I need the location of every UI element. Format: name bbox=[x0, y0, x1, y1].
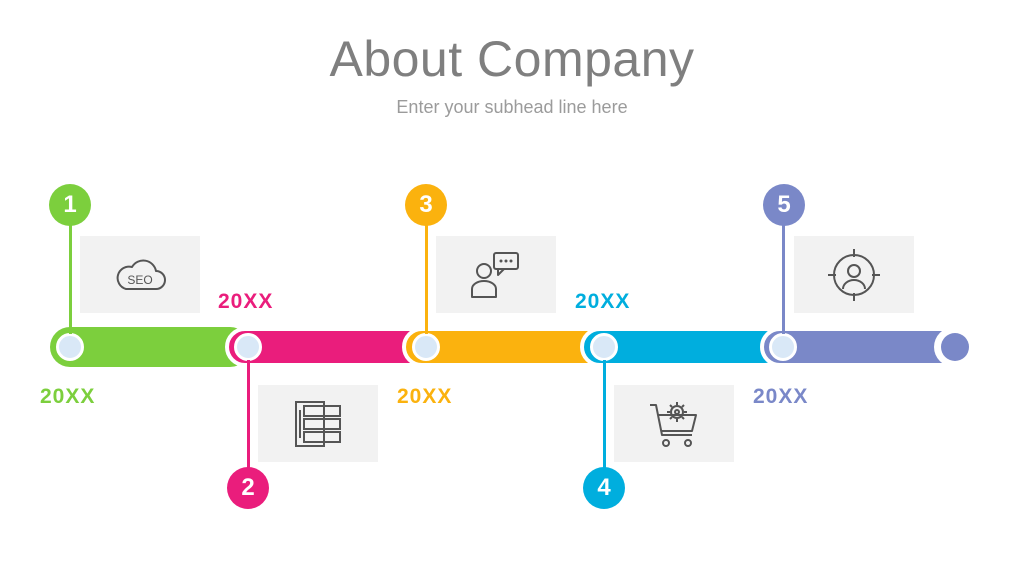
milestone-year-4: 20XX bbox=[575, 290, 631, 313]
milestone-year-2: 20XX bbox=[218, 290, 274, 313]
milestone-card-4 bbox=[614, 385, 734, 462]
target-user-icon bbox=[828, 248, 880, 301]
milestone-dot-1 bbox=[56, 333, 84, 361]
seo-label: SEO bbox=[127, 273, 152, 287]
milestone-dot-5 bbox=[769, 333, 797, 361]
timeline-end-dot bbox=[941, 333, 969, 361]
milestone-dot-4 bbox=[590, 333, 618, 361]
server-rack-icon bbox=[295, 400, 341, 447]
milestone-stem-3 bbox=[425, 224, 428, 334]
milestone-stem-4 bbox=[603, 360, 606, 472]
milestone-stem-5 bbox=[782, 224, 785, 334]
milestone-dot-3 bbox=[412, 333, 440, 361]
milestone-stem-2 bbox=[247, 360, 250, 472]
milestone-number-4: 4 bbox=[583, 467, 625, 509]
milestone-number-3: 3 bbox=[405, 184, 447, 226]
milestone-card-3 bbox=[436, 236, 556, 313]
milestone-dot-2 bbox=[234, 333, 262, 361]
milestone-number-1: 1 bbox=[49, 184, 91, 226]
chat-person-icon bbox=[471, 251, 519, 298]
milestone-number-2: 2 bbox=[227, 467, 269, 509]
cart-gear-icon bbox=[650, 401, 697, 447]
milestone-year-5: 20XX bbox=[753, 385, 809, 408]
page-subtitle: Enter your subhead line here bbox=[396, 97, 628, 117]
milestone-year-1: 20XX bbox=[40, 385, 96, 408]
milestone-card-1: SEO bbox=[80, 236, 200, 313]
page-title: About Company bbox=[329, 31, 695, 87]
milestone-card-5 bbox=[794, 236, 914, 313]
milestone-year-3: 20XX bbox=[397, 385, 453, 408]
milestone-card-2 bbox=[258, 385, 378, 462]
milestone-number-5: 5 bbox=[763, 184, 805, 226]
milestone-stem-1 bbox=[69, 224, 72, 334]
cloud-seo-icon: SEO bbox=[116, 259, 166, 290]
